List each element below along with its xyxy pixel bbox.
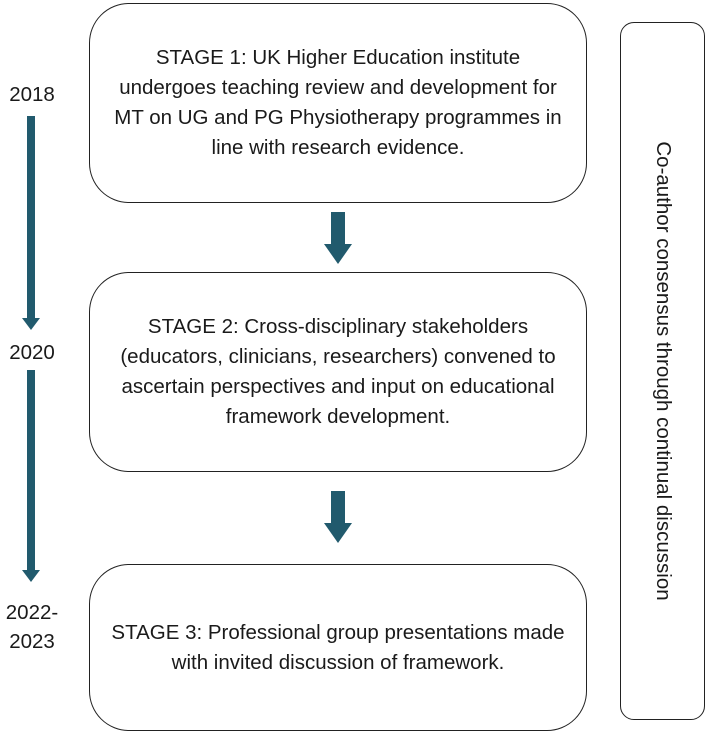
stage-3-text: STAGE 3: Professional group presentation… [111, 620, 565, 674]
timeline-arrow-head [22, 570, 40, 582]
stage-2-box: STAGE 2: Cross-disciplinary stakeholders… [89, 272, 587, 472]
down-arrow-shaft [331, 212, 345, 248]
down-arrow-head [324, 244, 352, 264]
timeline-arrow-shaft [27, 116, 35, 318]
consensus-label: Co-author consensus through continual di… [651, 141, 675, 601]
timeline-arrow-shaft [27, 370, 35, 570]
stage-3-box: STAGE 3: Professional group presentation… [89, 564, 587, 731]
stage-1-box: STAGE 1: UK Higher Education institute u… [89, 3, 587, 203]
stage-1-text: STAGE 1: UK Higher Education institute u… [114, 46, 562, 159]
down-arrow-head [324, 523, 352, 543]
down-arrow-stage-2-to-3 [324, 491, 352, 543]
year-label-2022-2023: 2022- 2023 [5, 601, 59, 653]
year-label-2020: 2020 [9, 341, 55, 364]
consensus-side-box: Co-author consensus through continual di… [620, 22, 705, 720]
stage-2-text: STAGE 2: Cross-disciplinary stakeholders… [120, 315, 556, 428]
timeline-arrow-head [22, 318, 40, 330]
down-arrow-shaft [331, 491, 345, 527]
year-label-2018: 2018 [9, 83, 55, 106]
down-arrow-stage-1-to-2 [324, 212, 352, 264]
timeline-arrow-2020-2022 [22, 370, 40, 582]
timeline-arrow-2018-2020 [22, 116, 40, 330]
